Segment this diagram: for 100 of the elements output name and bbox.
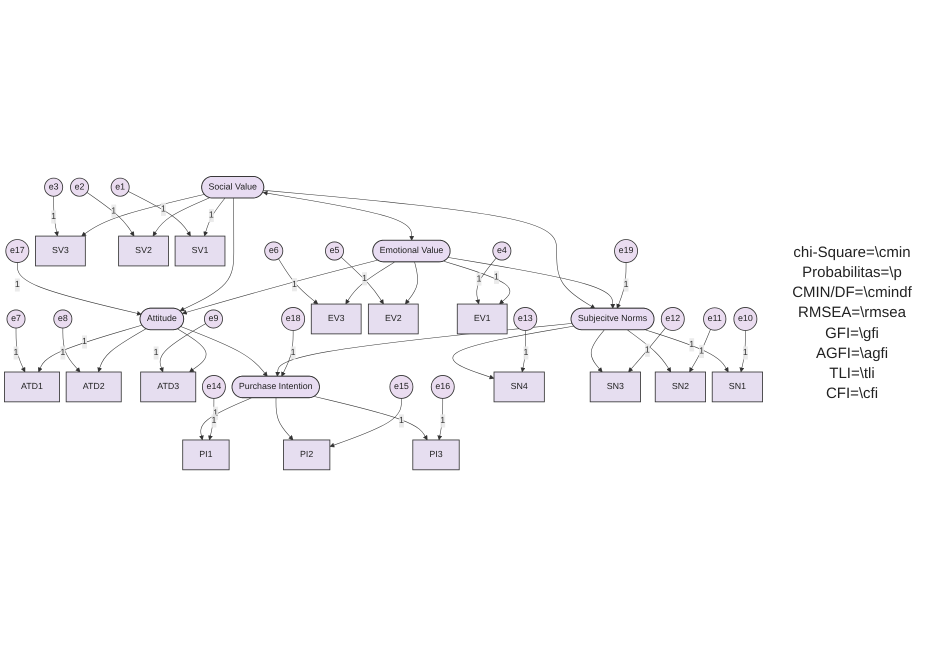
- arrow: [330, 398, 402, 448]
- arrow: [97, 328, 146, 373]
- fit-index-label: CFI=\cfi: [824, 384, 880, 404]
- edge-label: 1: [689, 340, 694, 350]
- edge-label: 1: [624, 280, 629, 290]
- fit-index-label: AGFI=\agfi: [814, 344, 890, 364]
- node-circle: e14: [202, 375, 226, 400]
- node-box: SN2: [654, 372, 706, 403]
- node-box: SV3: [35, 236, 86, 267]
- node-box: EV3: [310, 304, 362, 335]
- node-circle: e1: [110, 178, 130, 198]
- node-circle: e18: [281, 307, 306, 332]
- arrow: [444, 261, 510, 305]
- arrow: [152, 198, 210, 237]
- edge-label: 1: [644, 346, 650, 356]
- node-circle: e9: [204, 310, 223, 329]
- edge-label: 1: [699, 346, 704, 356]
- node-box: SV1: [174, 236, 226, 267]
- arrow: [86, 192, 134, 237]
- arrow: [590, 330, 605, 373]
- fit-index-label: CMIN/DF=\cmindf: [791, 283, 913, 303]
- arrow: [178, 329, 206, 373]
- arrow: [17, 262, 142, 316]
- node-circle: e19: [614, 239, 638, 264]
- arrow: [180, 326, 268, 378]
- arrow: [180, 198, 234, 312]
- node-box: SN1: [712, 372, 763, 403]
- arrow: [628, 328, 666, 373]
- node-circle: e5: [325, 242, 344, 261]
- edge-label: 1: [154, 348, 159, 358]
- node-box: ATD2: [66, 372, 122, 403]
- node-box: SN3: [590, 372, 641, 403]
- arrow: [616, 262, 626, 310]
- node-box: ATD3: [140, 372, 196, 403]
- node-box: PI2: [283, 440, 330, 471]
- edge-label: 1: [213, 408, 218, 418]
- edge-label: 1: [398, 416, 404, 426]
- node-circle: e17: [5, 239, 30, 264]
- fit-index-label: TLI=\tli: [828, 364, 876, 384]
- edge-label: 1: [14, 348, 18, 358]
- arrow: [452, 326, 574, 380]
- arrow: [128, 191, 191, 237]
- arrow: [345, 262, 395, 305]
- fit-index-label: GFI=\gfi: [824, 324, 880, 344]
- edge-label: 1: [51, 212, 56, 222]
- edge-label: 1: [208, 210, 214, 220]
- arrow: [203, 198, 226, 237]
- arrow: [448, 258, 616, 310]
- fit-index-label: RMSEA=\rmsea: [797, 303, 907, 324]
- node-circle: e16: [430, 375, 455, 400]
- arrow: [314, 396, 428, 441]
- edge-label: 1: [111, 206, 116, 216]
- edge-label: 1: [160, 204, 166, 214]
- edge-label: 1: [742, 348, 748, 358]
- node-circle: e7: [6, 310, 26, 329]
- arrow: [276, 398, 294, 441]
- edge-label: 1: [290, 348, 296, 358]
- edge-label: 1: [362, 274, 367, 284]
- arrow: [159, 324, 206, 373]
- arrow: [340, 257, 384, 305]
- node-circle: e15: [389, 375, 414, 400]
- arrow: [627, 330, 672, 373]
- edge-label: 1: [211, 416, 216, 426]
- arrow: [520, 330, 526, 373]
- fit-index-label: Probabilitas=\p: [801, 262, 903, 283]
- node-circle: e11: [703, 308, 726, 331]
- edge-label: 1: [292, 280, 297, 290]
- edge-label: 1: [82, 337, 87, 347]
- arrow: [262, 191, 414, 242]
- node-circle: e12: [660, 307, 685, 332]
- arrow: [405, 262, 418, 305]
- node-circle: e2: [70, 178, 89, 198]
- node-circle: e3: [44, 178, 64, 198]
- node-box: PI1: [182, 440, 230, 471]
- arrow: [81, 194, 205, 237]
- arrow: [16, 328, 26, 373]
- node-circle: e10: [733, 307, 758, 332]
- arrow: [182, 260, 378, 315]
- node-box: ATD1: [4, 372, 60, 403]
- node-box: EV1: [456, 304, 508, 335]
- node-box: SN4: [494, 372, 545, 403]
- arrow: [278, 258, 318, 305]
- arrow: [689, 329, 711, 373]
- arrow: [281, 330, 294, 378]
- node-box: SV2: [118, 236, 169, 267]
- node-circle: e4: [492, 242, 512, 261]
- node-box: EV2: [368, 304, 419, 335]
- node-circle: e6: [264, 242, 284, 261]
- edge-label: 1: [60, 348, 66, 358]
- arrow: [62, 328, 80, 373]
- arrow: [38, 325, 142, 373]
- edge-label: 1: [494, 272, 499, 282]
- edge-label: 1: [440, 416, 446, 426]
- fit-index-label: chi-Square=\cmin: [792, 242, 912, 262]
- node-box: PI3: [412, 440, 460, 471]
- arrow: [475, 258, 496, 305]
- node-circle: e8: [53, 310, 72, 329]
- arrow: [645, 330, 729, 373]
- edge-label: 1: [476, 274, 482, 284]
- edge-label: 1: [523, 348, 528, 358]
